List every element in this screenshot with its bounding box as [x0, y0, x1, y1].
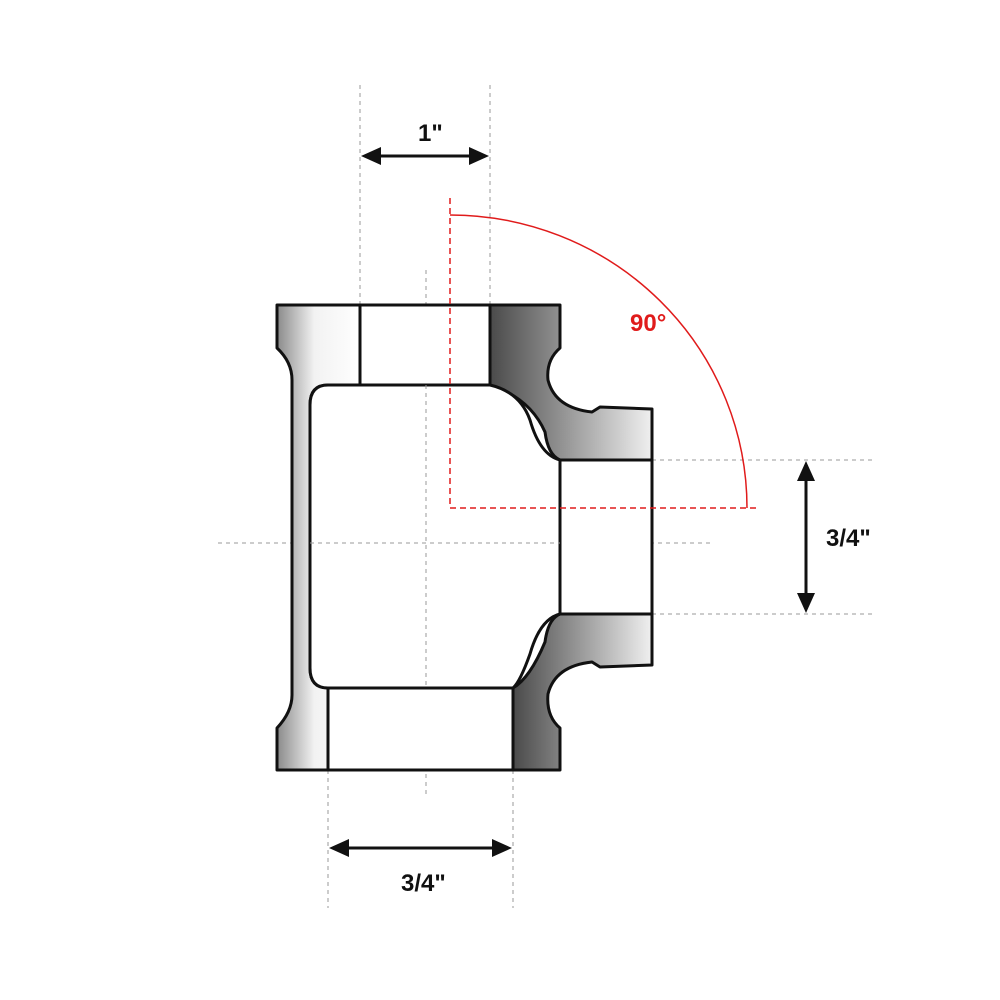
- bore-centerlines: [310, 385, 560, 688]
- top-arrowhead-left: [361, 147, 381, 165]
- lower-right-shoulder: [511, 612, 654, 772]
- side-arrowhead-bottom: [797, 593, 815, 613]
- angle-arc: [449, 214, 748, 509]
- side-opening-dimension-label: 3/4": [826, 525, 871, 552]
- bottom-opening-dimension-label: 3/4": [401, 870, 446, 897]
- top-opening-dimension-label: 1": [418, 120, 443, 147]
- branch-opening-face: [558, 458, 654, 616]
- angle-marker: [449, 198, 760, 509]
- top-opening-face: [358, 303, 492, 387]
- bottom-arrowhead-right: [492, 839, 512, 857]
- inner-bore: [308, 383, 562, 690]
- bottom-opening-face: [326, 686, 515, 772]
- tee-fitting-body: [275, 303, 654, 772]
- upper-right-shoulder: [488, 303, 654, 462]
- angle-label: 90°: [630, 310, 667, 337]
- side-arrowhead-top: [797, 461, 815, 481]
- dimension-arrows: [329, 147, 815, 857]
- top-arrowhead-right: [469, 147, 489, 165]
- bottom-arrowhead-left: [329, 839, 349, 857]
